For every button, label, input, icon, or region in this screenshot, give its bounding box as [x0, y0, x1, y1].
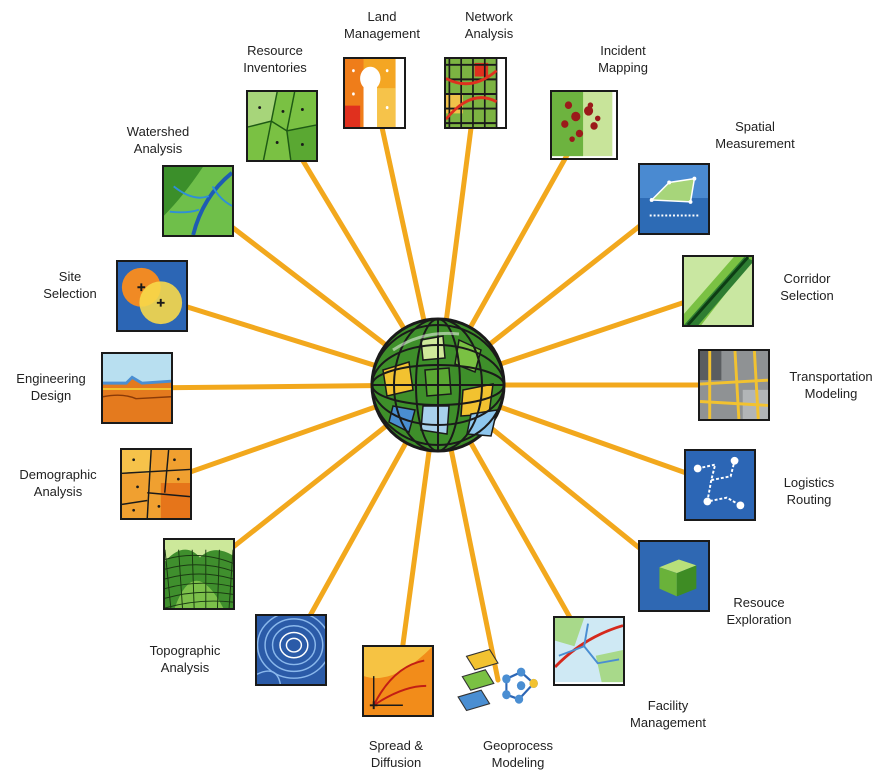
demographic-analysis-label-line: Analysis — [33, 484, 83, 499]
geoprocess-modeling-tile — [456, 645, 540, 715]
spread-diffusion-label-line: Diffusion — [370, 755, 422, 770]
site-selection-label-line: Selection — [43, 286, 97, 301]
road-network-icon — [700, 351, 768, 419]
network-analysis-label-line: Network — [465, 9, 513, 24]
spread-diffusion-tile — [362, 645, 434, 717]
demographic-analysis-label-line: Demographic — [19, 467, 97, 482]
spatial-measurement-label-line: Measurement — [715, 136, 795, 151]
spread-diffusion-label-line: Spread & — [368, 738, 424, 753]
resource-inventories-tile — [246, 90, 318, 162]
demographic-analysis-tile — [120, 448, 192, 520]
transportation-modeling-tile — [698, 349, 770, 421]
stream-network-icon — [164, 167, 232, 235]
cross-section-icon — [103, 354, 171, 422]
measure-polygon-icon — [640, 165, 708, 233]
logistics-routing-label-line: Logistics — [783, 475, 835, 490]
land-management-label-line: Management — [344, 26, 420, 41]
corridor-selection-label-line: Selection — [780, 288, 834, 303]
resource-exploration-label-line: Exploration — [726, 612, 792, 627]
corridor-selection-label-line: Corridor — [783, 271, 831, 286]
layer-stack-icon — [457, 648, 538, 712]
site-selection-label-line: Site — [58, 269, 82, 284]
land-management-tile — [343, 57, 406, 129]
logistics-routing-label-line: Routing — [786, 492, 832, 507]
topographic-analysis-contour-label-line: Analysis — [160, 660, 210, 675]
corridor-selection-tile — [682, 255, 754, 327]
cube-icon — [640, 542, 708, 610]
contour-lines-icon — [257, 616, 325, 684]
terrain-mesh-icon — [165, 540, 233, 608]
network-analysis-tile — [444, 57, 507, 129]
geoprocess-modeling-label-line: Geoprocess — [482, 738, 554, 753]
spatial-measurement-label-line: Spatial — [735, 119, 775, 134]
spatial-measurement-tile — [638, 163, 710, 235]
topographic-analysis-contour-tile — [255, 614, 327, 686]
census-blocks-icon — [122, 450, 190, 518]
spread-arrows-icon — [364, 647, 432, 715]
watershed-analysis-label-line: Analysis — [133, 141, 183, 156]
topographic-analysis-contour-label-line: Topographic — [149, 643, 221, 658]
route-path-icon — [686, 451, 754, 519]
transportation-modeling-label-line: Modeling — [804, 386, 858, 401]
pipeline-map-icon — [555, 618, 623, 683]
facility-management-tile — [553, 616, 625, 686]
spread-diffusion-label: Spread & Diffusion — [356, 737, 436, 771]
overlap-circles-icon — [118, 262, 186, 330]
incident-mapping-label-line: Mapping — [598, 60, 648, 75]
resource-inventories-label-line: Inventories — [243, 60, 307, 75]
incident-mapping-tile — [550, 90, 618, 160]
geoprocess-modeling-label-line: Modeling — [491, 755, 545, 770]
logistics-routing-tile — [684, 449, 756, 521]
transportation-modeling-label-line: Transportation — [789, 369, 873, 384]
keyhole-parcel-icon — [345, 59, 396, 127]
engineering-design-tile — [101, 352, 173, 424]
incident-dots-icon — [552, 92, 613, 157]
network-analysis-label-line: Analysis — [464, 26, 514, 41]
engineering-design-label-line: Engineering — [16, 371, 86, 386]
corridor-band-icon — [684, 257, 752, 325]
engineering-design-label-line: Design — [30, 388, 72, 403]
parcel-polygons-icon — [248, 92, 316, 160]
watershed-analysis-tile — [162, 165, 234, 237]
resource-exploration-tile — [638, 540, 710, 612]
land-management-label-line: Land — [367, 9, 397, 24]
incident-mapping-label-line: Incident — [600, 43, 646, 58]
resource-inventories-label-line: Resource — [247, 43, 303, 58]
globe-icon — [370, 317, 506, 453]
topographic-analysis-terrain-tile — [163, 538, 235, 610]
site-selection-tile — [116, 260, 188, 332]
facility-management-label-line: Facility — [647, 698, 689, 713]
watershed-analysis-label-line: Watershed — [126, 124, 190, 139]
resource-exploration-label-line: Resouce — [733, 595, 785, 610]
street-grid-icon — [446, 59, 498, 127]
facility-management-label-line: Management — [630, 715, 706, 730]
